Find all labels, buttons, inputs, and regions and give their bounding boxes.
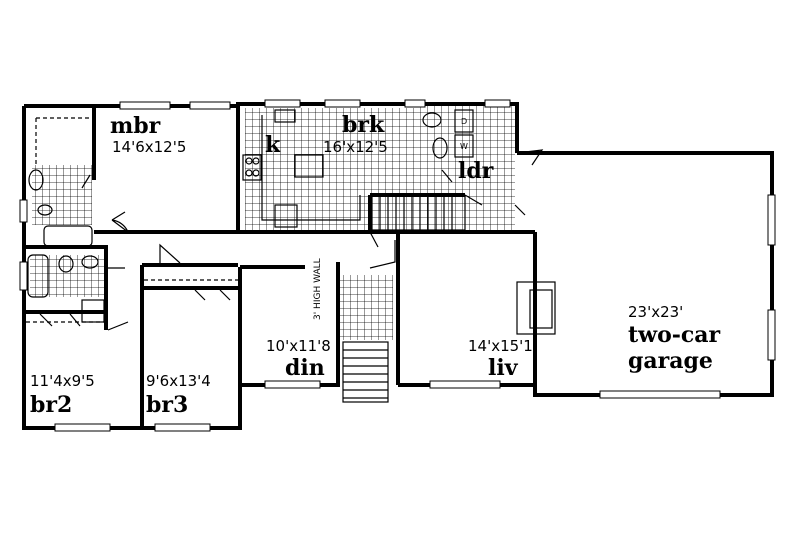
dims-brk: 16'x12'5 (323, 138, 388, 156)
closets (26, 117, 238, 323)
label-kitchen: k (265, 132, 281, 158)
windows (19, 99, 776, 432)
label-ldr: ldr (458, 158, 494, 184)
washer-label: W (460, 142, 468, 151)
doors (39, 149, 544, 331)
kitchen-fixtures (242, 109, 474, 228)
dims-din: 10'x11'8 (266, 337, 331, 355)
label-din: din (285, 355, 325, 381)
dims-garage: 23'x23' (628, 303, 683, 321)
fireplace (516, 281, 556, 335)
bath-fixtures (27, 112, 448, 323)
label-liv: liv (488, 355, 519, 381)
interior-walls (24, 104, 465, 428)
wall-note: 3' HIGH WALL (313, 258, 323, 320)
label-garage-line2: garage (628, 348, 713, 374)
washer-icon (454, 134, 474, 158)
label-br2: br2 (30, 392, 72, 418)
label-mbr: mbr (110, 113, 161, 139)
dims-mbr: 14'6x12'5 (112, 138, 186, 156)
dims-liv: 14'x15'1 (468, 337, 533, 355)
dryer-label: D (461, 117, 467, 126)
dims-br3: 9'6x13'4 (146, 372, 211, 390)
dryer-icon (454, 109, 474, 133)
dims-br2: 11'4x9'5 (30, 372, 95, 390)
label-garage-line1: two-car (628, 322, 721, 348)
tiled-floors (30, 104, 515, 340)
stairs (342, 195, 466, 403)
label-br3: br3 (146, 392, 188, 418)
label-brk: brk (342, 112, 385, 138)
